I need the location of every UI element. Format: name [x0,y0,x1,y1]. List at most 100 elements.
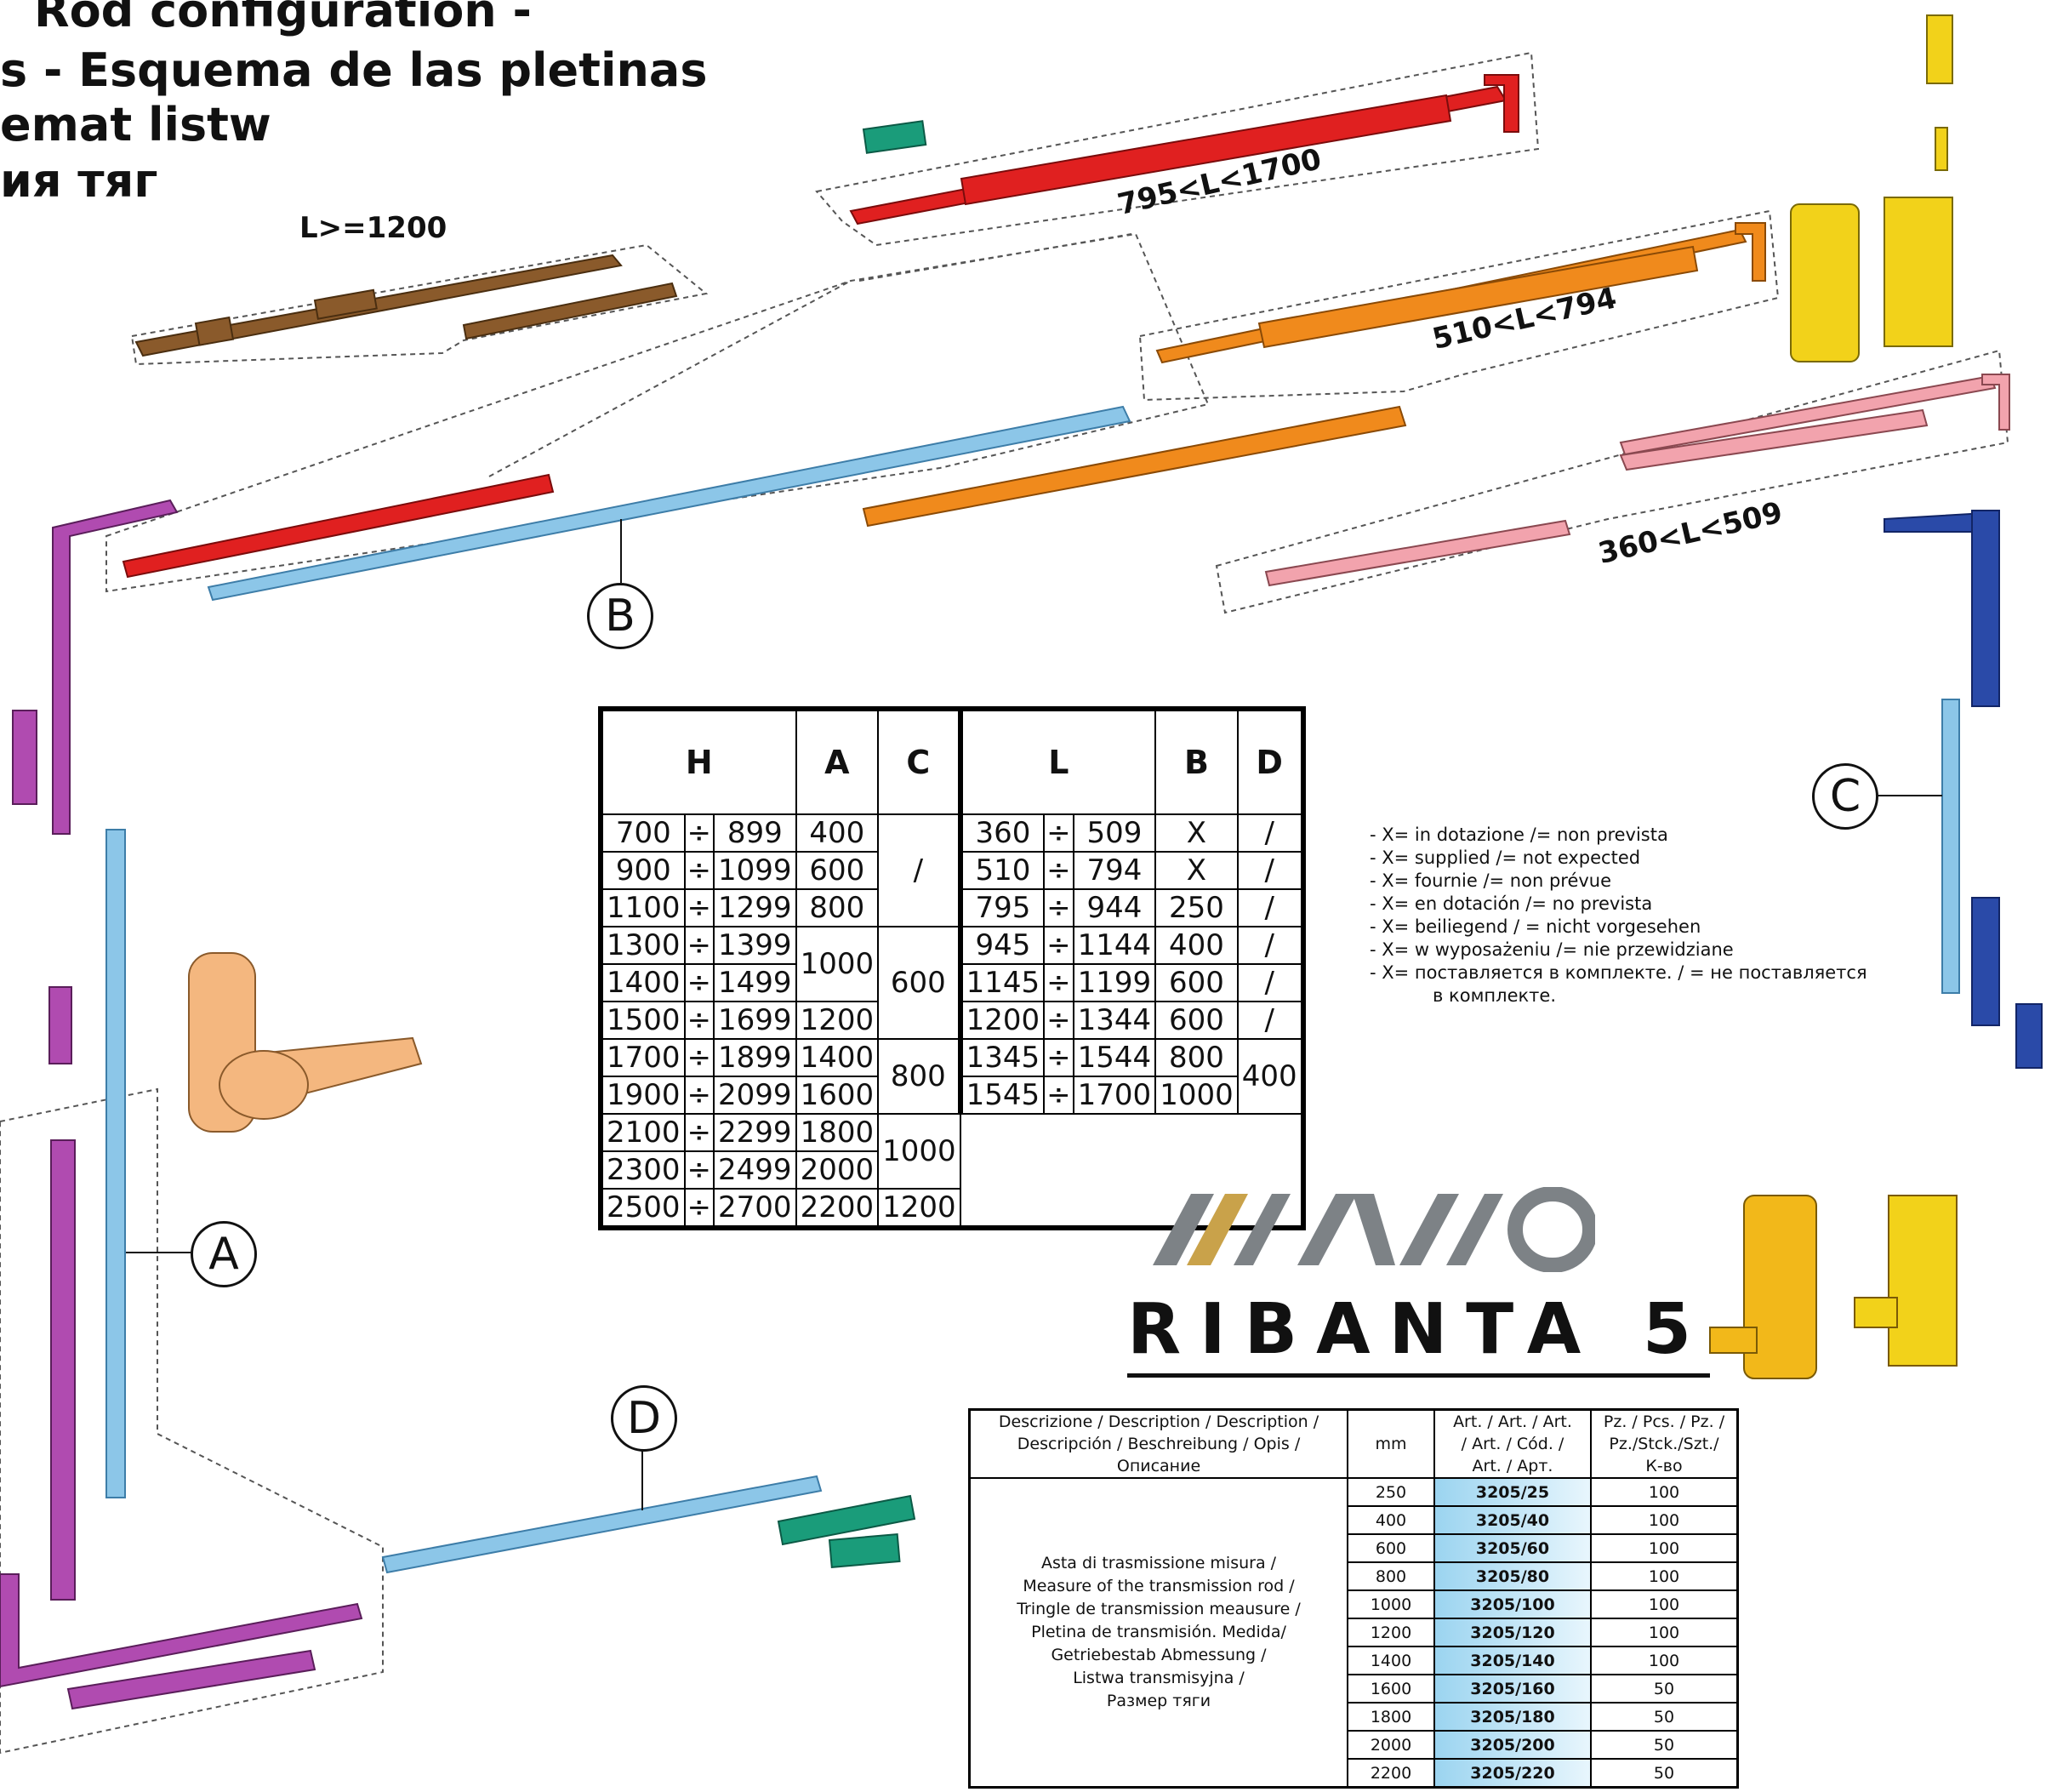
article-code: 3205/25 [1433,1477,1592,1507]
purple-corner-set [0,499,363,1710]
h-from: 1300 [600,926,686,965]
table-row: 1700÷1899 1400 800 1345÷1544 800 400 [600,1038,1304,1115]
table-row: Asta di trasmissione misura / Measure of… [968,1477,1739,1789]
legend-line: - X= поставляется в комплекте. / = не по… [1370,962,1867,983]
description-cell: Asta di trasmissione misura / Measure of… [968,1477,1348,1789]
orange-group-outline [1138,209,1780,402]
h-from: 1900 [600,1076,686,1115]
callout-c: C [1812,763,1878,830]
pink-rod-set [1264,374,2010,587]
callout-d: D [611,1385,677,1452]
header-mm: mm [1347,1408,1435,1479]
b-value: 1000 [1154,1076,1239,1115]
blue-rod-d [381,1475,823,1574]
a-value: 600 [795,851,880,890]
description-line: Tringle de transmission meausure / [1017,1600,1301,1618]
header-line: / Art. / Cód. / [1461,1435,1564,1453]
c-value: 800 [877,1038,961,1115]
header-article: Art. / Art. / Art. / Art. / Cód. / Art. … [1433,1408,1592,1479]
article-code: 3205/180 [1433,1702,1592,1732]
table-row: 1900÷2099 1600 1545÷1700 1000 [600,1076,1303,1115]
range-separator: ÷ [1043,813,1074,853]
range-separator: ÷ [683,1038,715,1077]
a-value: 1600 [795,1076,880,1115]
range-separator: ÷ [1043,963,1074,1002]
description-line: Asta di trasmissione misura / [1040,1554,1277,1572]
quantity-value: 50 [1590,1674,1739,1704]
article-code: 3205/60 [1433,1533,1592,1563]
mm-value: 2000 [1347,1730,1435,1760]
h-to: 1699 [713,1001,797,1040]
window-handle [188,952,423,1133]
legend-line: в комплекте. [1433,985,1557,1006]
mm-value: 1600 [1347,1674,1435,1704]
h-to: 899 [713,813,797,853]
quantity-value: 50 [1590,1730,1739,1760]
description-line: Pletina de transmisión. Medida/ [1031,1623,1286,1641]
availability-legend: - X= in dotazione /= non prevista - X= s… [1370,824,1867,1007]
range-separator: ÷ [1043,888,1074,927]
h-from: 2300 [600,1150,686,1190]
h-to: 1899 [713,1038,797,1077]
brown-rod-set [134,254,678,357]
left-rod-group-outline [105,232,1210,593]
orange-rod-set [862,222,1766,528]
range-separator: ÷ [1043,1038,1074,1077]
callout-b: B [587,583,653,649]
brown-group-outline [130,243,709,366]
range-separator: ÷ [683,851,715,890]
range-separator: ÷ [683,1076,715,1115]
d-value: / [1236,1001,1304,1040]
range-separator: ÷ [683,963,715,1002]
blue-rod-a [105,829,126,1498]
a-value: 400 [795,813,880,853]
article-code: 3205/80 [1433,1561,1592,1591]
l-from: 1200 [957,1001,1046,1040]
b-value: X [1154,813,1239,853]
h-to: 1099 [713,851,797,890]
header-line: Описание [1116,1457,1201,1475]
header-l: L [957,708,1157,815]
rod-sizes-table: H A C L B D 700÷899 400 / 360÷509 X/ 900… [598,706,1306,1230]
quantity-value: 50 [1590,1702,1739,1732]
l-from: 1145 [957,963,1046,1002]
d-value: / [1236,813,1304,853]
quantity-value: 100 [1590,1589,1739,1619]
h-from: 700 [600,813,686,853]
table-row: 2500÷2700 2200 1200 [600,1188,1303,1229]
article-code: 3205/120 [1433,1618,1592,1647]
l-to: 1144 [1072,926,1157,965]
l-to: 1700 [1072,1076,1157,1115]
header-line: Art. / Арт. [1472,1457,1553,1475]
product-name: RIBANTA 5 [1127,1289,1710,1378]
header-line: К-во [1645,1457,1683,1475]
h-from: 2100 [600,1113,686,1152]
h-to: 2499 [713,1150,797,1190]
header-line: Pz./Stck./Szt./ [1609,1435,1719,1453]
header-line: Descripción / Beschreibung / Opis / [1017,1435,1301,1453]
header-quantity: Pz. / Pcs. / Pz. / Pz./Stck./Szt./ К-во [1590,1408,1739,1479]
legend-line: - X= fournie /= non prévue [1370,870,1612,891]
range-separator: ÷ [1043,851,1074,890]
header-description: Descrizione / Description / Description … [968,1408,1348,1479]
c-value: / [877,813,961,927]
l-from: 1345 [957,1038,1046,1077]
a-value: 2200 [795,1188,880,1229]
quantity-value: 100 [1590,1561,1739,1591]
article-code: 3205/160 [1433,1674,1592,1704]
range-separator: ÷ [683,926,715,965]
b-value: 600 [1154,1001,1239,1040]
table-row: 700÷899 400 / 360÷509 X/ [600,813,1304,927]
blue-rod-c [1941,699,1960,994]
h-to: 2099 [713,1076,797,1115]
mm-value: 1000 [1347,1589,1435,1619]
c-value: 1000 [877,1113,961,1190]
h-to: 2299 [713,1113,797,1152]
mm-value: 1400 [1347,1646,1435,1675]
header-c: C [877,708,961,815]
